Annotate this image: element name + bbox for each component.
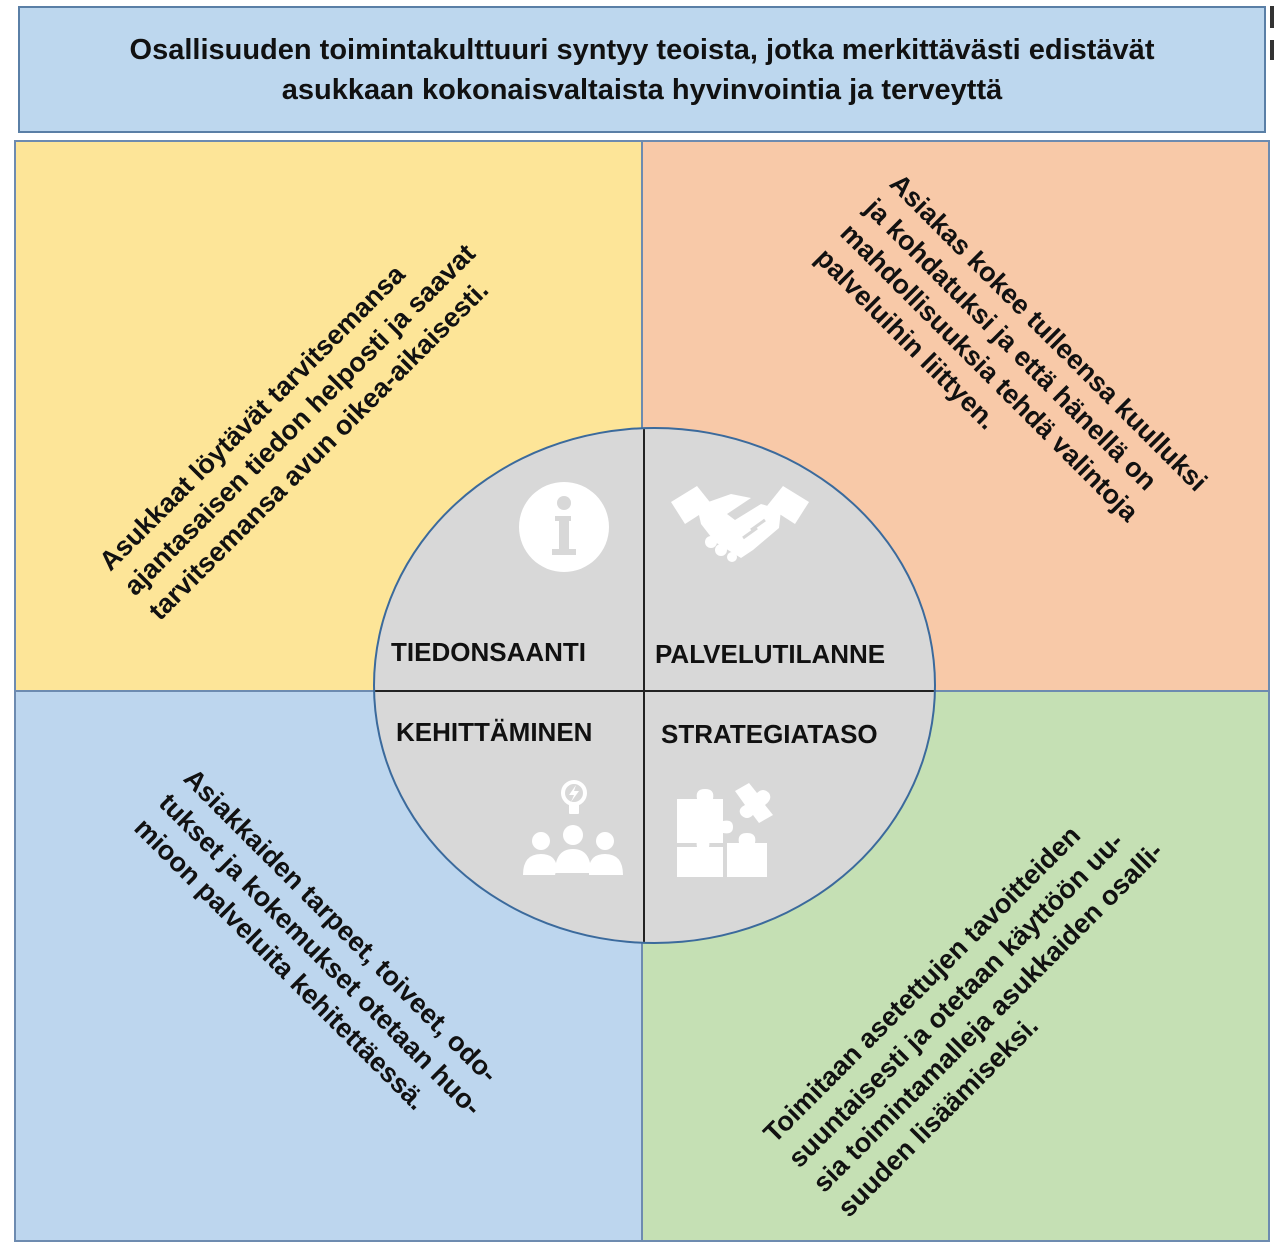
circle-horizontal-divider <box>375 690 934 692</box>
label-tiedonsaanti: TIEDONSAANTI <box>391 637 586 667</box>
handshake-icon <box>671 486 809 562</box>
circle-vertical-divider <box>643 429 645 942</box>
label-kehittaminen: KEHITTÄMINEN <box>396 717 593 747</box>
edge-mark-top <box>1270 6 1274 28</box>
center-circle: TIEDONSAANTI PALVELUTILANNE KEHITTÄMINEN… <box>373 427 936 944</box>
info-icon <box>519 482 609 572</box>
label-strategiataso: STRATEGIATASO <box>661 719 878 749</box>
team-idea-icon <box>523 780 623 875</box>
title-line-2: asukkaan kokonaisvaltaista hyvinvointia … <box>281 73 1003 106</box>
puzzle-icon <box>677 783 773 877</box>
label-palvelutilanne: PALVELUTILANNE <box>655 639 886 669</box>
edge-mark-middle <box>1270 40 1274 60</box>
title-line-1: Osallisuuden toimintakulttuuri syntyy te… <box>129 33 1155 66</box>
diagram-title: Osallisuuden toimintakulttuuri syntyy te… <box>18 6 1266 133</box>
